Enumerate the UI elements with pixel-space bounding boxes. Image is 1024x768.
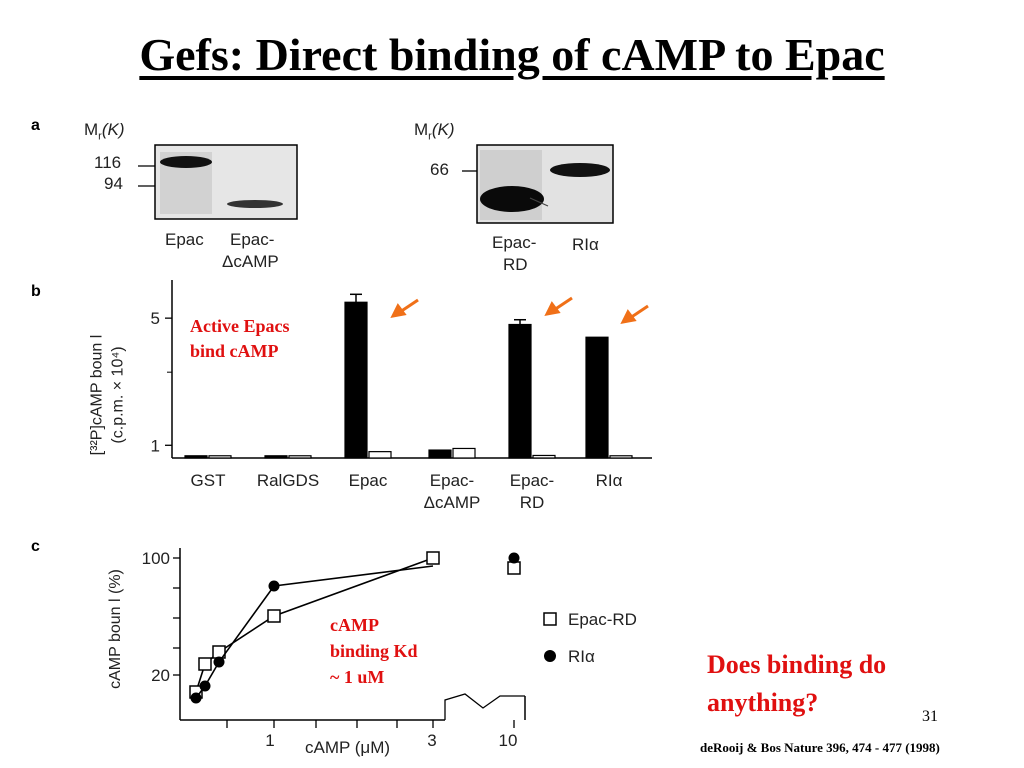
arrow-ria-head (620, 309, 637, 325)
gel2-lane-epac-rd-1: Epac- (492, 233, 537, 252)
gel2-band-ria (550, 163, 610, 177)
gel1-marker-116: 116 (94, 153, 122, 172)
panel-c-point-epac-rd (198, 657, 212, 671)
panel-c-line-epac-rd (195, 557, 434, 693)
arrow-epac-head (390, 303, 407, 319)
citation: deRooij & Bos Nature 396, 474 - 477 (199… (700, 740, 940, 755)
panel-c-point-ria (508, 552, 520, 564)
orange-arrows (390, 296, 649, 325)
panel-b-category-label: ΔcAMP (424, 493, 481, 512)
gel1-lane-epac: Epac (165, 230, 204, 249)
panel-b-ytick-label: 5 (151, 309, 160, 328)
question-text: Does binding do anything? (707, 650, 887, 717)
panel-b-annotation: Active Epacs bind cAMP (190, 316, 290, 361)
legend-ria-label: RIα (568, 647, 595, 666)
arrow-ria (629, 304, 649, 320)
panel-c-point-ria (268, 580, 280, 592)
panel-c-letter: c (31, 538, 40, 555)
gel1-marker-94: 94 (104, 174, 123, 193)
panel-b-category-label: Epac (349, 471, 388, 490)
panel-b-bar (184, 455, 208, 459)
gel1-image (138, 144, 298, 220)
panel-c-ytick-label: 20 (151, 666, 170, 685)
panel-c-point-ria (190, 692, 202, 704)
gel2-marker-66: 66 (430, 160, 449, 179)
panel-b-category-label: RalGDS (257, 471, 319, 490)
panel-c-line-ria (195, 565, 434, 699)
panel-b-bar (264, 455, 288, 459)
gel1-lane-epac-dcamp-2: ΔcAMP (222, 252, 279, 271)
gel2-band-epac-rd (480, 186, 544, 212)
panel-b-bar (288, 455, 312, 459)
panel-c-annotation: cAMP binding Kd ~ 1 uM (330, 615, 418, 687)
panel-c-point-ria (199, 680, 211, 692)
legend-epac-rd-marker (543, 612, 557, 626)
panel-b-bar (532, 454, 556, 459)
gel2-lane-epac-rd-2: RD (503, 255, 528, 274)
arrow-epac-rd (553, 296, 573, 312)
panel-c-axis-break (444, 693, 525, 720)
panel-b-bar (428, 449, 452, 459)
panel-b-category-label: RIα (596, 471, 623, 490)
panel-c-xlabel: cAMP (μM) (305, 738, 391, 757)
panel-c-xtick-label: 3 (427, 731, 436, 750)
gel2-image (462, 144, 614, 224)
panel-c-point-epac-rd (267, 609, 281, 623)
panel-c-point-ria (213, 656, 225, 668)
panel-b-category-label: RD (520, 493, 545, 512)
panel-c-ytick-label: 100 (142, 549, 170, 568)
gel1-band-epac (160, 156, 212, 168)
panel-b-letter: b (31, 283, 41, 300)
gel1-mr-label: Mr(K) (84, 120, 125, 143)
panel-c-xtick-label: 1 (265, 731, 274, 750)
gel1-band-epac-dcamp (227, 200, 283, 208)
slide-title: Gefs: Direct binding of cAMP to Epac (139, 29, 885, 80)
gel1-lane-epac-dcamp-1: Epac- (230, 230, 275, 249)
arrow-epac-rd-head (544, 301, 561, 317)
panel-b-category-label: Epac- (510, 471, 554, 490)
panel-b-bar (585, 336, 609, 459)
panel-b-bar (368, 451, 392, 459)
panel-c-point-epac-rd (507, 561, 521, 575)
panel-c-point-epac-rd (426, 551, 440, 565)
panel-c-line-chart: 20 100 1 3 10 (142, 548, 526, 750)
gel2-mr-label: Mr(K) (414, 120, 455, 143)
panel-a-letter: a (31, 117, 40, 134)
legend-epac-rd-label: Epac-RD (568, 610, 637, 629)
panel-b-bar (452, 447, 476, 459)
panel-b-ytick-label: 1 (151, 436, 160, 455)
panel-b-bar (208, 455, 232, 459)
panel-b-bar (609, 455, 633, 459)
panel-b-category-label: Epac- (430, 471, 474, 490)
slide-number: 31 (922, 708, 938, 725)
gel2-lane-ria: RIα (572, 235, 599, 254)
panel-b-category-label: GST (191, 471, 226, 490)
panel-c-xtick-label: 10 (499, 731, 518, 750)
panel-b-bar (508, 323, 532, 459)
legend-ria-marker (544, 650, 556, 662)
arrow-epac (399, 298, 419, 314)
panel-b-bar (344, 301, 368, 459)
